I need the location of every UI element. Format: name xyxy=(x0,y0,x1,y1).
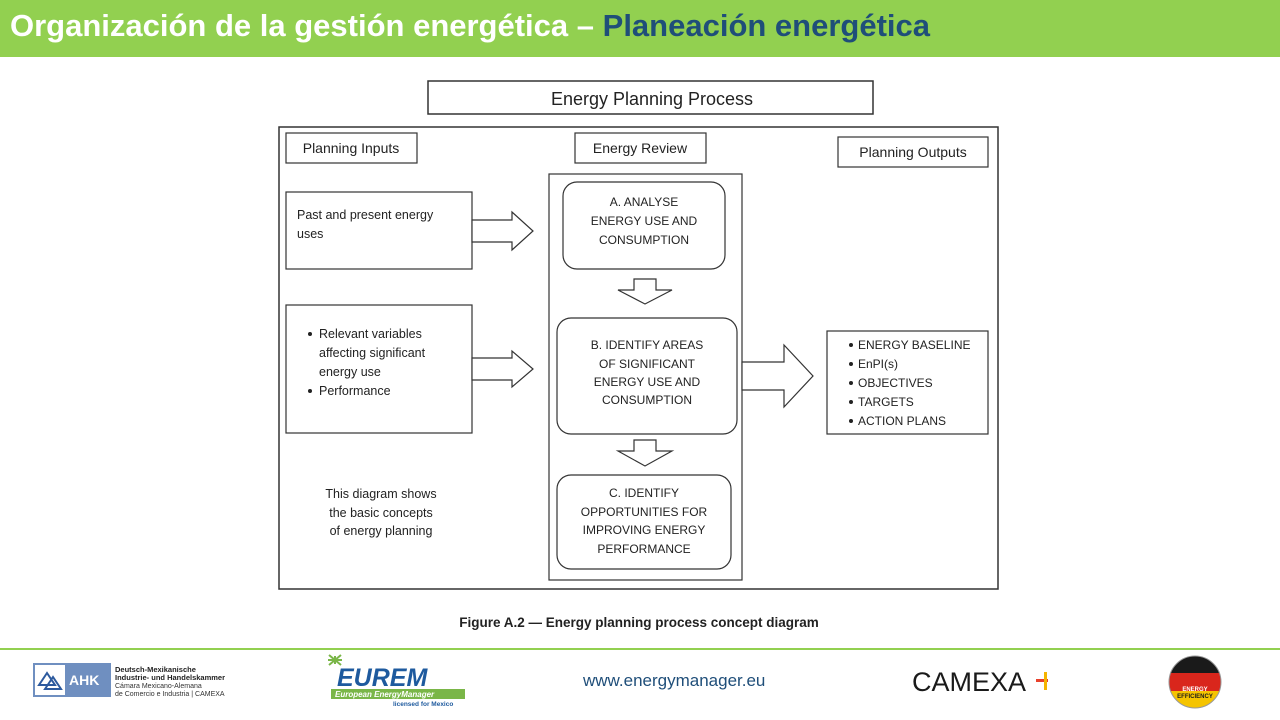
bullet xyxy=(308,389,312,393)
footer-url[interactable]: www.energymanager.eu xyxy=(583,671,766,690)
review-box-a xyxy=(562,181,726,270)
outputs-box xyxy=(826,330,989,435)
energy-efficiency-logo: ENERGY EFFICIENCY xyxy=(1168,655,1222,709)
planning-outputs-header-box xyxy=(837,136,989,168)
diagram-title-box xyxy=(427,80,874,115)
footer-divider xyxy=(0,648,1280,650)
camexa-logo: CAMEXA xyxy=(912,667,1048,697)
review-c-line2: OPPORTUNITIES FOR xyxy=(581,505,708,519)
title-bar: Organización de la gestión energética – … xyxy=(0,0,1280,57)
ahk-logo: AHK Deutsch-Mexikanische Industrie- und … xyxy=(33,663,225,698)
eurem-sub: European EnergyManager xyxy=(335,690,435,699)
figure-caption: Figure A.2 — Energy planning process con… xyxy=(459,615,819,630)
review-b-line1: B. IDENTIFY AREAS xyxy=(591,338,703,352)
diagram-title: Energy Planning Process xyxy=(551,89,753,109)
bullet xyxy=(849,343,853,347)
ahk-line2: Industrie- und Handelskammer xyxy=(115,673,225,682)
eurem-licensed: licensed for Mexico xyxy=(393,701,453,708)
review-a-line2: ENERGY USE AND xyxy=(591,214,698,228)
input1-line1: Past and present energy xyxy=(297,208,434,222)
planning-inputs-header: Planning Inputs xyxy=(303,140,400,156)
energy-planning-diagram: Energy Planning Process Planning Inputs … xyxy=(278,80,999,630)
bullet xyxy=(849,362,853,366)
review-a-line1: A. ANALYSE xyxy=(610,195,678,209)
note-line2: the basic concepts xyxy=(329,506,433,520)
input2-line4: Performance xyxy=(319,384,391,398)
title-part-1: Organización de la gestión energética – xyxy=(10,8,595,43)
input2-line1: Relevant variables xyxy=(319,327,422,341)
review-a-line3: CONSUMPTION xyxy=(599,233,689,247)
energy-review-header: Energy Review xyxy=(593,140,688,156)
arrow-a-to-b xyxy=(617,278,673,305)
input-box-variables xyxy=(285,304,473,434)
bullet xyxy=(849,381,853,385)
output-item: OBJECTIVES xyxy=(858,376,933,390)
review-b-line2: OF SIGNIFICANT xyxy=(599,357,696,371)
output-item: TARGETS xyxy=(858,395,914,409)
arrow-b-to-c xyxy=(615,439,675,467)
ahk-line3: Cámara Mexicano-Alemana xyxy=(115,683,202,690)
output-item: ENERGY BASELINE xyxy=(858,338,971,352)
review-b-line4: CONSUMPTION xyxy=(602,393,692,407)
ahk-badge: AHK xyxy=(69,672,99,688)
ee-line2: EFFICIENCY xyxy=(1177,694,1213,700)
eurem-logo: EUREM European EnergyManager licensed fo… xyxy=(328,654,465,708)
output-item: EnPI(s) xyxy=(858,357,898,371)
ahk-line1: Deutsch-Mexikanische xyxy=(115,665,196,674)
review-box-b xyxy=(556,317,738,435)
input2-line2: affecting significant xyxy=(319,346,426,360)
note-line1: This diagram shows xyxy=(325,487,436,501)
bullet xyxy=(849,400,853,404)
review-box-c xyxy=(556,474,732,570)
output-item: ACTION PLANS xyxy=(858,414,946,428)
eurem-name: EUREM xyxy=(337,664,428,692)
ee-line1: ENERGY xyxy=(1182,687,1207,693)
arrow-input1-to-review xyxy=(471,210,534,252)
energy-review-header-box xyxy=(574,132,707,164)
input2-line3: energy use xyxy=(319,365,381,379)
review-c-line4: PERFORMANCE xyxy=(597,542,690,556)
ahk-line4: de Comercio e Industria | CAMEXA xyxy=(115,691,225,698)
review-b-line3: ENERGY USE AND xyxy=(594,375,701,389)
slide-title: Organización de la gestión energética – … xyxy=(10,8,930,44)
arrow-review-to-outputs xyxy=(741,343,814,409)
title-part-2: Planeación energética xyxy=(602,8,931,43)
input1-line2: uses xyxy=(297,227,323,241)
planning-outputs-header: Planning Outputs xyxy=(859,144,966,160)
note-line3: of energy planning xyxy=(330,524,433,538)
bullet xyxy=(308,332,312,336)
review-c-line1: C. IDENTIFY xyxy=(609,486,679,500)
camexa-text: CAMEXA xyxy=(912,667,1026,697)
arrow-input2-to-review xyxy=(471,349,534,389)
review-c-line3: IMPROVING ENERGY xyxy=(583,523,706,537)
bullet xyxy=(849,419,853,423)
planning-inputs-header-box xyxy=(285,132,418,164)
input-box-past-present xyxy=(285,191,473,270)
